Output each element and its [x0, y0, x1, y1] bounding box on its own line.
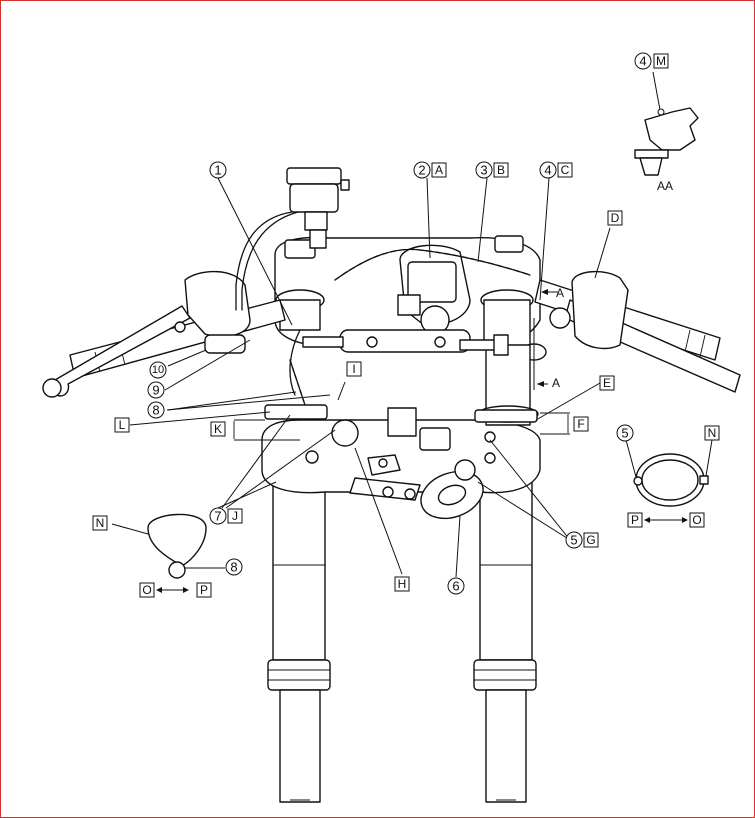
- svg-text:N: N: [708, 426, 717, 440]
- box-a: A: [431, 162, 447, 178]
- svg-text:E: E: [603, 376, 611, 390]
- svg-text:L: L: [119, 418, 126, 432]
- callout-3: 3: [475, 161, 493, 179]
- horn: [420, 459, 484, 520]
- callout-10: 10: [149, 361, 167, 379]
- svg-text:8: 8: [152, 403, 159, 418]
- svg-text:5: 5: [570, 533, 577, 548]
- svg-text:I: I: [352, 362, 355, 376]
- box-d: D: [607, 210, 623, 226]
- svg-text:6: 6: [452, 579, 459, 594]
- box-o-right: O: [689, 512, 705, 528]
- box-l: L: [114, 417, 130, 433]
- left-fork-tube: [267, 469, 331, 803]
- detail-aa-part: [634, 71, 699, 176]
- svg-text:D: D: [611, 211, 620, 225]
- svg-text:A: A: [552, 376, 560, 390]
- svg-text:O: O: [692, 513, 701, 527]
- right-clamp-detail: [625, 439, 713, 523]
- callout-7: 7: [209, 507, 227, 525]
- callout-9: 9: [147, 381, 165, 399]
- svg-text:G: G: [586, 533, 595, 547]
- left-clamp-detail: [111, 513, 225, 593]
- callout-8-b: 8: [225, 558, 243, 576]
- svg-text:5: 5: [621, 426, 628, 441]
- box-p-left: P: [196, 582, 212, 598]
- svg-text:2: 2: [418, 163, 425, 178]
- svg-text:K: K: [214, 422, 222, 436]
- svg-text:P: P: [631, 513, 639, 527]
- horn-bracket: [349, 477, 421, 501]
- svg-text:H: H: [398, 577, 407, 591]
- svg-text:9: 9: [152, 383, 159, 398]
- brake-reservoir: [286, 167, 350, 249]
- svg-text:N: N: [96, 516, 105, 530]
- detail-aa-label: AA: [657, 179, 673, 193]
- box-n-left: N: [92, 515, 108, 531]
- box-o-left: O: [139, 582, 155, 598]
- steering-damper: [302, 329, 509, 356]
- box-i: I: [346, 361, 362, 377]
- clutch-lever: [42, 270, 251, 398]
- cable-clamps: [264, 404, 538, 476]
- svg-text:P: P: [200, 583, 208, 597]
- section-a-arrow-low: A: [537, 376, 560, 390]
- svg-text:3: 3: [480, 163, 487, 178]
- box-g: G: [583, 532, 599, 548]
- callout-6: 6: [447, 577, 465, 595]
- callout-4-c: 4: [539, 161, 557, 179]
- box-b: B: [493, 162, 509, 178]
- box-e: E: [599, 375, 615, 391]
- callout-8-a: 8: [147, 401, 165, 419]
- box-n-right: N: [704, 425, 720, 441]
- callout-5-g: 5: [565, 531, 583, 549]
- callout-1: 1: [209, 161, 227, 179]
- box-c: C: [557, 162, 573, 178]
- svg-text:C: C: [561, 163, 570, 177]
- svg-text:J: J: [232, 509, 238, 523]
- box-j: J: [227, 508, 243, 524]
- box-p-right: P: [627, 512, 643, 528]
- box-m: M: [653, 53, 669, 69]
- svg-text:M: M: [656, 54, 666, 68]
- box-k: K: [210, 421, 226, 437]
- svg-text:A: A: [435, 163, 443, 177]
- svg-text:4: 4: [544, 163, 551, 178]
- callout-4-m: 4: [634, 52, 652, 70]
- svg-text:A: A: [556, 286, 564, 300]
- leader-lines: [129, 177, 611, 578]
- svg-text:4: 4: [639, 54, 646, 69]
- svg-text:7: 7: [214, 509, 221, 524]
- svg-text:8: 8: [230, 560, 237, 575]
- section-a-arrow-top: A: [541, 286, 564, 300]
- svg-text:10: 10: [152, 364, 164, 376]
- callout-5-right: 5: [616, 424, 634, 442]
- svg-text:1: 1: [214, 163, 221, 178]
- upper-bracket: [274, 235, 541, 346]
- box-f: F: [573, 416, 589, 432]
- svg-text:B: B: [497, 163, 505, 177]
- svg-text:F: F: [577, 417, 584, 431]
- right-fork-tube: [473, 469, 537, 803]
- brake-lever: [549, 271, 741, 393]
- box-h: H: [394, 576, 410, 592]
- svg-text:O: O: [142, 583, 151, 597]
- callout-2: 2: [413, 161, 431, 179]
